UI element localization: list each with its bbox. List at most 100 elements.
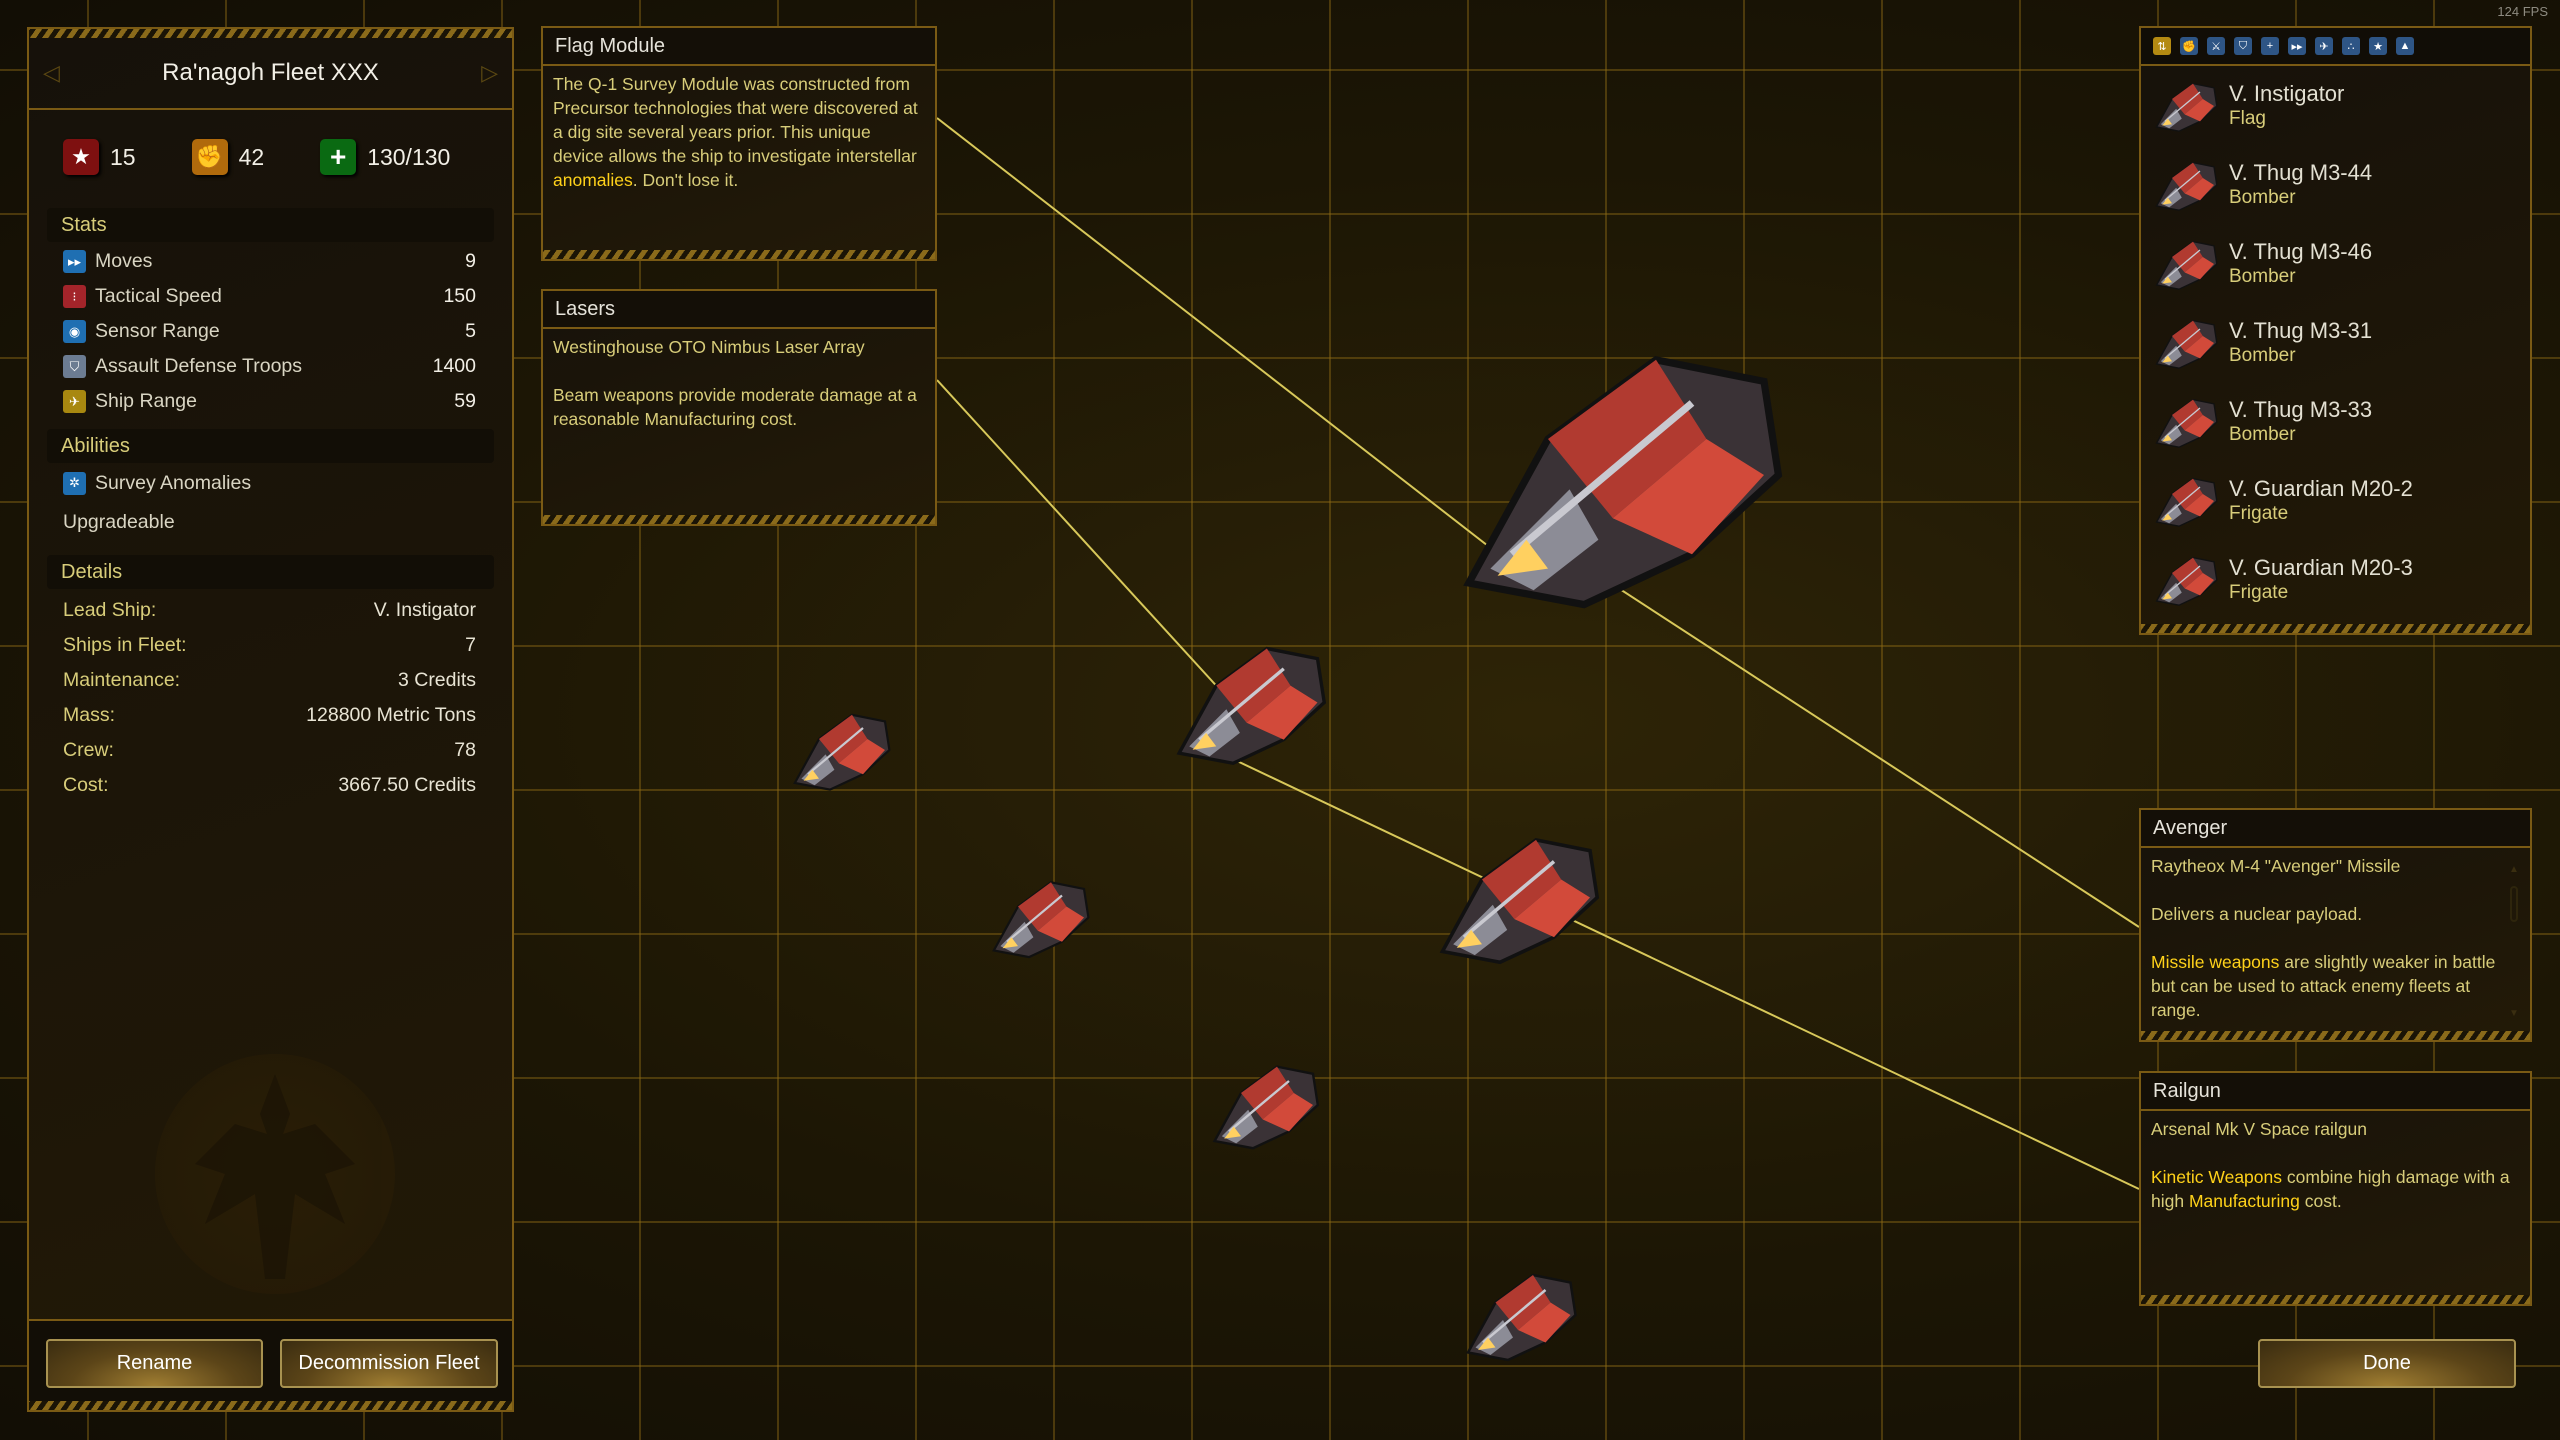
fleet-hp: +130/130 [320, 139, 450, 175]
ship-thumbnail [2151, 76, 2221, 136]
stat-value: 5 [465, 320, 476, 342]
shield-icon: ⛉ [63, 355, 86, 378]
prev-fleet-arrow-icon[interactable]: ◁ [43, 60, 60, 85]
ability-survey-anomalies: ✲Survey Anomalies [29, 463, 512, 503]
ship-thumbnail [2151, 392, 2221, 452]
missile-weapons-link[interactable]: Missile weapons [2151, 952, 2280, 972]
sort-icon[interactable]: ⇅ [2153, 37, 2171, 55]
tactical-speed-icon: ⁝ [63, 285, 86, 308]
ship-class: Bomber [2229, 187, 2296, 208]
ship-thumbnail [2151, 550, 2221, 610]
ship-flagship[interactable] [1440, 330, 1800, 620]
weapon-name: Raytheox M-4 "Avenger" Missile [2151, 856, 2401, 876]
ship-bomber[interactable] [1165, 635, 1335, 770]
rank-value: 15 [110, 143, 136, 170]
fist-icon[interactable]: ✊ [2180, 37, 2198, 55]
detail-value: 128800 Metric Tons [306, 704, 476, 726]
ship-class: Flag [2229, 108, 2266, 129]
fighter-icon[interactable]: ▲ [2396, 37, 2414, 55]
hazard-stripe [2141, 624, 2530, 633]
body-text: Beam weapons provide moderate damage at … [553, 385, 917, 429]
weapon-name: Arsenal Mk V Space railgun [2151, 1119, 2367, 1139]
filter-icon-bar: ⇅ ✊ ⚔ ⛉ + ▸▸ ✈ ∴ ★ ▲ [2141, 28, 2530, 66]
ship-thumbnail [2151, 234, 2221, 294]
ship-bomber[interactable] [985, 870, 1095, 965]
rank-icon[interactable]: ★ [2369, 37, 2387, 55]
connector-lasers [936, 379, 1255, 728]
kinetic-weapons-link[interactable]: Kinetic Weapons [2151, 1167, 2283, 1187]
formation-icon[interactable]: ∴ [2342, 37, 2360, 55]
scrollbar[interactable]: ▲▼ [2509, 864, 2519, 1019]
ship-bomber[interactable] [786, 705, 896, 795]
ship-thumbnail [2151, 313, 2221, 373]
anomalies-link[interactable]: anomalies [553, 170, 633, 190]
detail-label: Mass: [63, 704, 116, 726]
stat-label: Assault Defense Troops [95, 355, 303, 377]
body-text: Delivers a nuclear payload. [2151, 904, 2363, 924]
sword-icon[interactable]: ⚔ [2207, 37, 2225, 55]
stat-value: 150 [443, 285, 476, 307]
detail-value: 3667.50 Credits [338, 774, 476, 796]
fleet-rank: ★15 [63, 139, 136, 175]
lasers-tooltip: Lasers Westinghouse OTO Nimbus Laser Arr… [541, 289, 937, 526]
done-button[interactable]: Done [2258, 1339, 2516, 1388]
moves-icon[interactable]: ▸▸ [2288, 37, 2306, 55]
connector-railgun [1215, 750, 2140, 1190]
ship-name: V. Guardian M20-2 [2229, 476, 2413, 501]
detail-label: Maintenance: [63, 669, 181, 691]
fps-counter: 124 FPS [2497, 4, 2548, 19]
ship-class: Frigate [2229, 582, 2289, 603]
flag-module-tooltip: Flag Module The Q-1 Survey Module was co… [541, 26, 937, 261]
ship-bomber[interactable] [1428, 820, 1608, 975]
fleet-actions: Rename Decommission Fleet [29, 1319, 512, 1401]
detail-value: V. Instigator [373, 599, 476, 621]
connector-avenger [1542, 538, 2140, 928]
stat-value: 9 [465, 250, 476, 272]
detail-cost: Cost:3667.50 Credits [29, 768, 512, 803]
shield-icon[interactable]: ⛉ [2234, 37, 2252, 55]
ship-range-icon[interactable]: ✈ [2315, 37, 2333, 55]
stat-label: Sensor Range [95, 320, 220, 342]
rename-button[interactable]: Rename [46, 1339, 263, 1388]
hazard-stripe [2141, 1295, 2530, 1304]
hazard-stripe [2141, 1031, 2530, 1040]
hazard-stripe [29, 1401, 512, 1410]
detail-value: 3 Credits [397, 669, 476, 691]
tooltip-body: Arsenal Mk V Space railgun Kinetic Weapo… [2141, 1111, 2530, 1295]
abilities-header: Abilities [47, 429, 494, 463]
avenger-tooltip: Avenger Raytheox M-4 "Avenger" Missile D… [2139, 808, 2532, 1042]
hazard-stripe [29, 29, 512, 38]
detail-label: Crew: [63, 739, 114, 761]
detail-value: 78 [454, 739, 476, 761]
stat-label: Moves [95, 250, 153, 272]
ship-frigate[interactable] [1458, 1255, 1583, 1375]
stat-value: 1400 [432, 355, 476, 377]
detail-crew: Crew: 78 [29, 733, 512, 768]
ship-class: Bomber [2229, 345, 2296, 366]
stat-value: 59 [454, 390, 476, 412]
stat-assault-defense: ⛉ Assault Defense Troops 1400 [29, 349, 512, 384]
manufacturing-link[interactable]: Manufacturing [2188, 1191, 2300, 1211]
health-plus-icon: + [320, 139, 357, 175]
detail-mass: Mass: 128800 Metric Tons [29, 698, 512, 733]
tooltip-title: Avenger [2141, 810, 2530, 848]
detail-value: 7 [465, 634, 476, 656]
ship-frigate[interactable] [1205, 1050, 1325, 1160]
tooltip-body[interactable]: Raytheox M-4 "Avenger" Missile Delivers … [2141, 848, 2530, 1031]
plus-icon[interactable]: + [2261, 37, 2279, 55]
decommission-fleet-button[interactable]: Decommission Fleet [280, 1339, 498, 1388]
next-fleet-arrow-icon[interactable]: ▷ [481, 60, 498, 85]
